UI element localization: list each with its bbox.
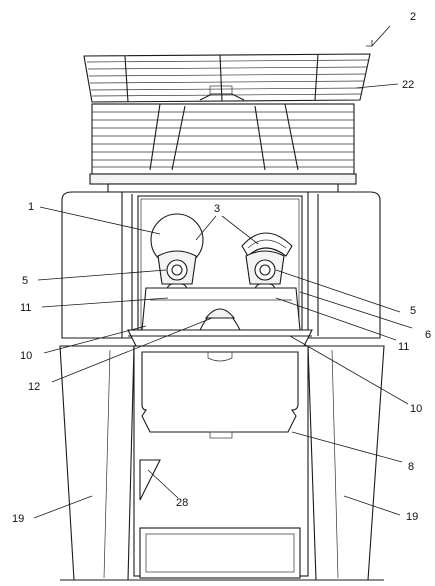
label-5-right: 5 <box>410 305 416 317</box>
label-3: 3 <box>214 203 220 215</box>
lower-body <box>59 345 385 581</box>
fruit-basket <box>83 53 371 193</box>
label-2: 2 <box>410 11 416 23</box>
label-10-left: 10 <box>20 350 32 362</box>
label-19-left: 19 <box>12 513 24 525</box>
label-8: 8 <box>408 461 414 473</box>
label-1: 1 <box>28 201 34 213</box>
label-10-right: 10 <box>410 403 422 415</box>
label-6: 6 <box>425 329 431 341</box>
leader-lines <box>33 25 413 519</box>
label-5-left: 5 <box>22 275 28 287</box>
filter-tray <box>127 287 313 347</box>
upper-housing <box>61 191 381 339</box>
label-28: 28 <box>176 497 188 509</box>
label-22: 22 <box>402 79 414 91</box>
label-11-right: 11 <box>398 341 409 353</box>
label-19-right: 19 <box>406 511 418 523</box>
part-labels: 2 22 1 3 5 5 11 6 11 10 12 10 8 28 19 19 <box>12 11 431 525</box>
label-12: 12 <box>28 381 40 393</box>
label-11-left: 11 <box>20 302 31 314</box>
